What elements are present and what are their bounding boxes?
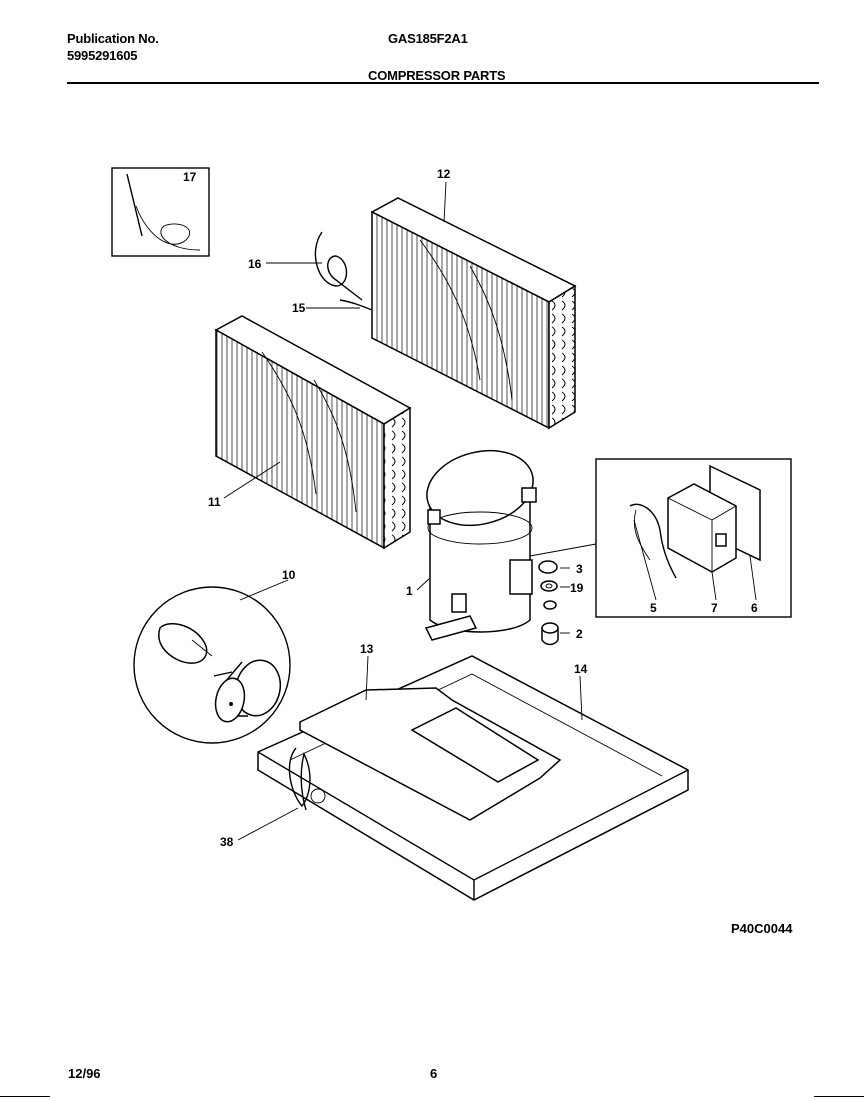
bottom-rule-right xyxy=(814,1096,864,1097)
callout-17: 17 xyxy=(183,170,197,184)
part-12-coil xyxy=(370,197,577,430)
callout-3: 3 xyxy=(576,562,583,576)
section-title: COMPRESSOR PARTS xyxy=(368,68,506,83)
callout-5: 5 xyxy=(650,601,657,615)
callout-15: 15 xyxy=(292,301,306,315)
part-1-compressor xyxy=(424,449,597,641)
footer-page-number: 6 xyxy=(430,1066,438,1081)
callout-6: 6 xyxy=(751,601,758,615)
part-10-inset xyxy=(133,586,291,744)
bottom-rule-left xyxy=(0,1096,50,1097)
callout-10: 10 xyxy=(282,568,296,582)
callout-16: 16 xyxy=(248,257,262,271)
callout-14: 14 xyxy=(574,662,588,676)
leader-lines xyxy=(223,181,757,841)
header-rule xyxy=(67,82,819,84)
callout-13: 13 xyxy=(360,642,374,656)
callout-19: 19 xyxy=(570,581,584,595)
part-16-capillary xyxy=(314,231,363,301)
parts-5-6-7-inset xyxy=(595,458,792,618)
part-38-harness xyxy=(288,747,311,811)
model-number: GAS185F2A1 xyxy=(388,31,468,46)
callout-12: 12 xyxy=(437,167,451,181)
parts-3-19-2-mount xyxy=(538,560,559,646)
footer-date: 12/96 xyxy=(68,1066,101,1081)
publication-label: Publication No. xyxy=(67,31,159,46)
callout-2: 2 xyxy=(576,627,583,641)
part-11-coil xyxy=(214,315,412,550)
callout-38: 38 xyxy=(220,835,234,849)
callout-7: 7 xyxy=(711,601,718,615)
publication-number: 5995291605 xyxy=(67,48,138,63)
callout-1: 1 xyxy=(406,584,413,598)
part-15-tube xyxy=(339,299,373,311)
diagram-code: P40C0044 xyxy=(731,921,793,936)
part-17-inset xyxy=(111,167,210,257)
callout-11: 11 xyxy=(208,495,221,509)
part-13-plate xyxy=(299,687,562,821)
